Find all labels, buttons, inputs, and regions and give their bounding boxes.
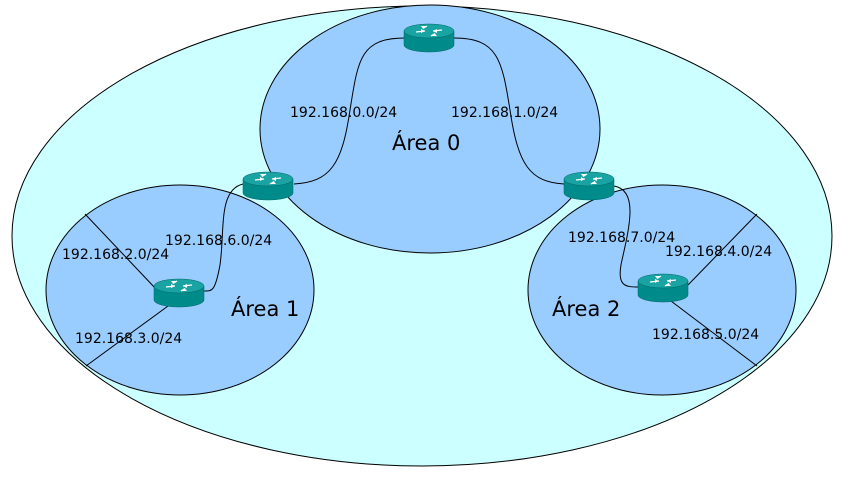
router-abr-area1-icon[interactable]: [242, 171, 294, 201]
router-area2-internal-icon[interactable]: [637, 273, 689, 303]
router-area1-internal-icon[interactable]: [153, 278, 205, 308]
area-1-label: Área 1: [231, 296, 299, 321]
network-label-0: 192.168.0.0/24: [290, 105, 397, 121]
link-192-168-6-0: [203, 183, 244, 292]
network-label-7: 192.168.7.0/24: [568, 230, 675, 246]
network-label-1: 192.168.1.0/24: [451, 105, 558, 121]
link-192-168-3-0: [85, 297, 180, 367]
area-2-label: Área 2: [552, 296, 620, 321]
link-192-168-7-0: [613, 185, 639, 288]
network-label-4: 192.168.4.0/24: [665, 244, 772, 260]
link-192-168-1-0: [453, 37, 565, 185]
router-abr-area2-icon[interactable]: [563, 171, 615, 201]
network-label-3: 192.168.3.0/24: [75, 331, 182, 347]
area-0-ellipse: [259, 4, 601, 254]
link-192-168-2-0: [84, 213, 157, 290]
link-192-168-5-0: [662, 294, 758, 367]
network-label-6: 192.168.6.0/24: [165, 233, 272, 249]
area-0-label: Área 0: [392, 130, 460, 155]
link-192-168-4-0: [687, 213, 758, 286]
network-label-5: 192.168.5.0/24: [652, 327, 759, 343]
network-label-2: 192.168.2.0/24: [62, 247, 169, 263]
link-192-168-0-0: [293, 37, 406, 185]
router-area0-backbone-icon[interactable]: [403, 23, 455, 53]
